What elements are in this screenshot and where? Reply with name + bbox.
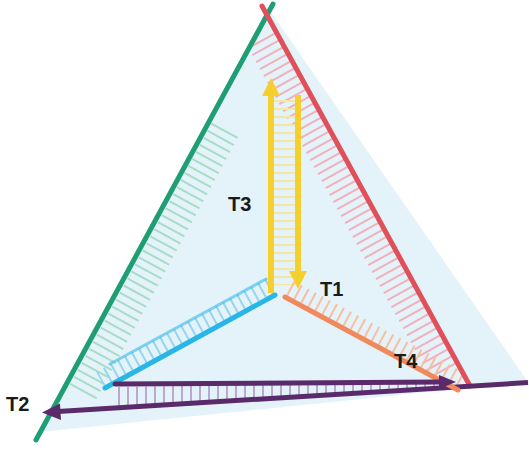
dna-strand [36, 4, 273, 440]
label-holder: T3 [228, 194, 251, 214]
strand-arrowhead [439, 375, 456, 389]
dna-strand [105, 295, 275, 388]
strand-arrowhead [289, 271, 307, 289]
duplex-rungs [273, 100, 297, 285]
label-holder: T2 [6, 394, 29, 414]
strand-arrowhead [262, 78, 280, 96]
duplex-rungs [290, 288, 463, 381]
label-holder: T4 [394, 351, 417, 371]
strand-arrowhead [42, 404, 61, 421]
duplex-rungs [83, 128, 226, 392]
label-holder: T1 [320, 279, 343, 299]
strand-label: T4 [394, 351, 417, 371]
strand-label: T3 [228, 194, 251, 214]
dna-strand [115, 382, 440, 384]
dna-strand [262, 6, 470, 386]
dna-strand [295, 95, 301, 272]
duplex-rungs [100, 286, 270, 379]
dna-strand [268, 95, 274, 293]
dna-strand [110, 279, 266, 364]
dna-strand [285, 297, 458, 390]
strand-label: T2 [6, 394, 29, 414]
strand-label: T1 [320, 279, 343, 299]
triangle-ground [40, 8, 528, 432]
